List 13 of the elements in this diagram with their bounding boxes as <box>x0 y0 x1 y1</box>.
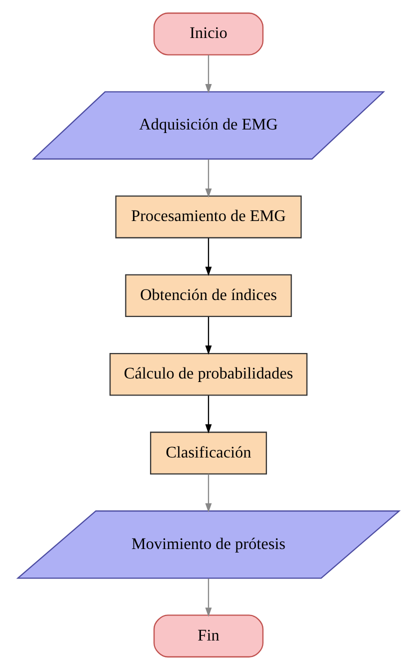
node-box: Cálculo de probabilidades <box>110 352 308 396</box>
node-box: Inicio <box>154 12 264 56</box>
arrow <box>205 159 212 198</box>
node-box: Procesamiento de EMG <box>115 195 302 238</box>
arrow <box>205 578 212 617</box>
arrow <box>205 316 212 355</box>
arrow <box>205 396 212 434</box>
arrow <box>205 238 212 276</box>
node-box: Obtención de índices <box>125 274 292 318</box>
node-box: Fin <box>154 614 264 658</box>
arrow <box>205 54 212 94</box>
node-box: Clasificación <box>150 432 267 475</box>
arrow <box>205 474 212 512</box>
